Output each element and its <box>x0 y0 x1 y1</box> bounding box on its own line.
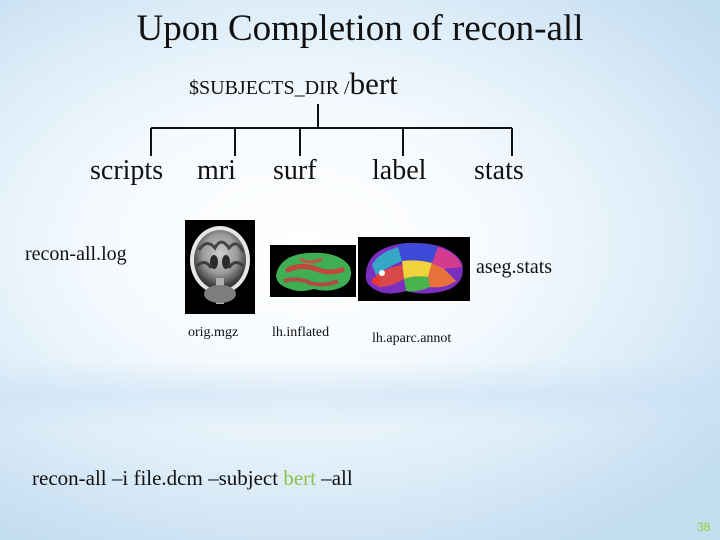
file-lh-inflated: lh.inflated <box>272 325 329 341</box>
file-orig-mgz: orig.mgz <box>188 325 238 341</box>
mri-scan-image <box>185 220 255 314</box>
folder-stats: stats <box>474 153 524 189</box>
page-number: 38 <box>697 520 710 534</box>
folder-surf: surf <box>273 153 317 189</box>
folder-scripts: scripts <box>90 153 163 189</box>
command-line: recon-all –i file.dcm –subject bert –all <box>32 466 353 491</box>
folder-label: label <box>372 153 426 189</box>
inflated-surface-image <box>270 245 356 297</box>
file-lh-aparc-annot: lh.aparc.annot <box>372 331 451 347</box>
command-text-before: recon-all –i file.dcm –subject <box>32 466 283 490</box>
file-aseg-stats: aseg.stats <box>476 256 552 279</box>
command-text-after: –all <box>316 466 353 490</box>
aparc-parcellation-image <box>358 237 470 301</box>
command-subject-highlight: bert <box>283 466 316 490</box>
folder-mri: mri <box>197 153 236 189</box>
file-recon-log: recon-all.log <box>25 243 127 266</box>
